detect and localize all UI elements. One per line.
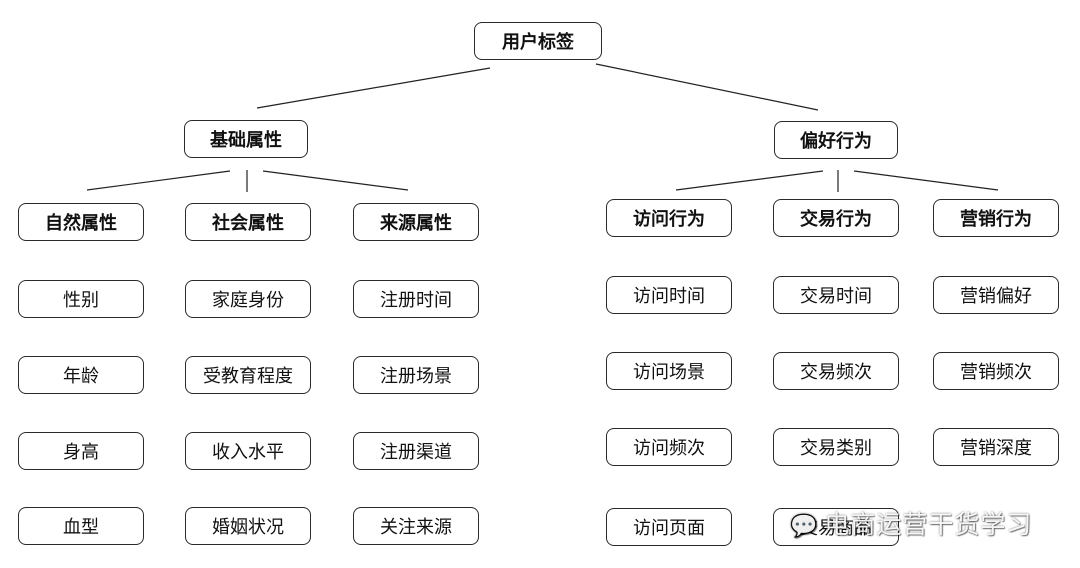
leaf-node: 交易时间 bbox=[773, 276, 899, 314]
connector-left-cat1 bbox=[86, 170, 231, 191]
leaf-node: 注册场景 bbox=[353, 356, 479, 394]
leaf-node: 血型 bbox=[18, 507, 144, 545]
category-node-natural: 自然属性 bbox=[18, 203, 144, 241]
leaf-node: 注册时间 bbox=[353, 280, 479, 318]
category-node-marketing: 营销行为 bbox=[933, 199, 1059, 237]
branch-node-preference-behavior: 偏好行为 bbox=[774, 121, 898, 159]
leaf-node: 营销频次 bbox=[933, 352, 1059, 390]
root-node: 用户标签 bbox=[474, 22, 602, 60]
watermark: 💬电商运营干货学习 bbox=[790, 505, 1032, 541]
leaf-node: 身高 bbox=[18, 432, 144, 470]
category-node-visit: 访问行为 bbox=[606, 199, 732, 237]
category-node-trade: 交易行为 bbox=[773, 199, 899, 237]
leaf-node: 受教育程度 bbox=[185, 356, 311, 394]
wechat-icon: 💬 bbox=[790, 514, 819, 539]
leaf-node: 性别 bbox=[18, 280, 144, 318]
connector-root-left bbox=[256, 67, 491, 109]
connector-right-cat1 bbox=[675, 170, 824, 191]
leaf-node: 家庭身份 bbox=[185, 280, 311, 318]
watermark-text: 电商运营干货学习 bbox=[824, 510, 1033, 539]
leaf-node: 访问页面 bbox=[606, 508, 732, 546]
leaf-node: 营销深度 bbox=[933, 428, 1059, 466]
leaf-node: 收入水平 bbox=[185, 432, 311, 470]
leaf-node: 交易频次 bbox=[773, 352, 899, 390]
leaf-node: 注册渠道 bbox=[353, 432, 479, 470]
connector-left-cat3 bbox=[262, 170, 409, 191]
leaf-node: 交易商品 bbox=[773, 508, 899, 546]
connector-root-right bbox=[595, 63, 819, 111]
leaf-node: 访问场景 bbox=[606, 352, 732, 390]
branch-node-basic-attributes: 基础属性 bbox=[184, 120, 308, 158]
leaf-node: 访问频次 bbox=[606, 428, 732, 466]
category-node-source: 来源属性 bbox=[353, 203, 479, 241]
leaf-node: 营销偏好 bbox=[933, 276, 1059, 314]
leaf-node: 关注来源 bbox=[353, 507, 479, 545]
connector-right-cat3 bbox=[853, 170, 999, 191]
leaf-node: 年龄 bbox=[18, 356, 144, 394]
category-node-social: 社会属性 bbox=[185, 203, 311, 241]
leaf-node: 交易类别 bbox=[773, 428, 899, 466]
leaf-node: 访问时间 bbox=[606, 276, 732, 314]
leaf-node: 婚姻状况 bbox=[185, 507, 311, 545]
